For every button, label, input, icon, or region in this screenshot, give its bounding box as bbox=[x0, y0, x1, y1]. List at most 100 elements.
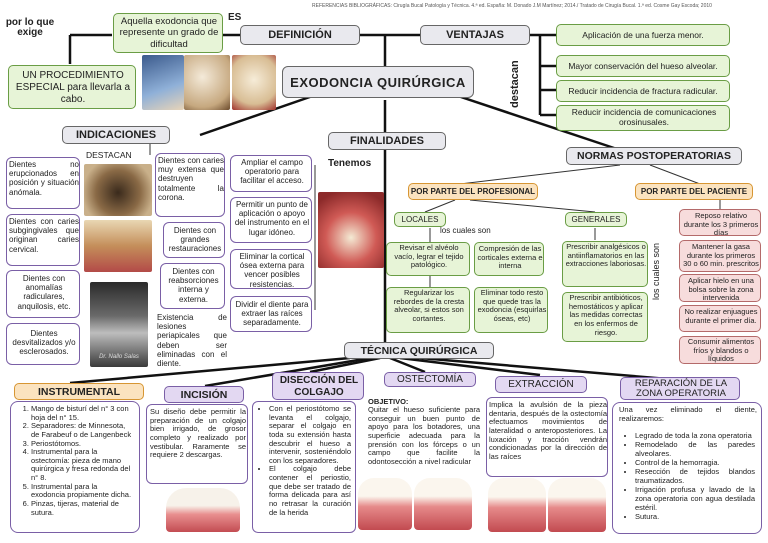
indicacion-left-4: Dientes desvitalizados y/o esclerosados. bbox=[6, 323, 80, 365]
finalidad-item-4: Dividir el diente para extraer las raíce… bbox=[230, 296, 312, 332]
indicacion-left-3: Dientes con anomalías radiculares, anqui… bbox=[6, 270, 80, 318]
locales-box: LOCALES bbox=[394, 212, 446, 227]
definicion-text-box: Aquella exodoncia que represente un grad… bbox=[113, 13, 223, 53]
indicacion-left-1: Dientes no erupcionados en posición y si… bbox=[6, 157, 80, 209]
indicacion-right-1: Dientes con caries muy extensa que destr… bbox=[155, 153, 225, 217]
finalidades-label: FINALIDADES bbox=[350, 135, 424, 147]
finalidades-box: FINALIDADES bbox=[328, 132, 446, 150]
dental-photo-3 bbox=[232, 55, 276, 110]
indicacion-left-text-4: Dientes desvitalizados y/o esclerosados. bbox=[12, 329, 76, 357]
definicion-text: Aquella exodoncia que represente un grad… bbox=[119, 16, 219, 50]
reparacion-item: Control de la hemorragia. bbox=[635, 458, 755, 467]
ventaja-text-3: Reducir incidencia de fractura radicular… bbox=[568, 86, 718, 96]
reparacion-list: Legrado de toda la zona operatoria Remod… bbox=[623, 431, 755, 521]
procedimiento-text: UN PROCEDIMIENTO ESPECIAL para llevarla … bbox=[15, 70, 131, 105]
indicacion-left-text-1: Dientes no erupcionados en posición y si… bbox=[9, 160, 79, 197]
paciente-text-4: No realizar enjuagues durante el primer … bbox=[684, 307, 758, 325]
generales-label: GENERALES bbox=[571, 215, 621, 224]
reparacion-item: Resección de tejidos blandos traumatizad… bbox=[635, 467, 755, 485]
extraccion-illustration-2 bbox=[548, 478, 606, 532]
reparacion-item: Legrado de toda la zona operatoria bbox=[635, 431, 755, 440]
indicacion-left-2: Dientes con caries subgingivales que ori… bbox=[6, 214, 80, 266]
diseccion-item: Con el periostótomo se levanta el colgaj… bbox=[269, 404, 351, 465]
title-box: EXODONCIA QUIRÚRGICA bbox=[282, 66, 474, 98]
local-item-2: Compresión de las corticales externa e i… bbox=[474, 242, 544, 276]
local-item-4: Eliminar todo resto que quede tras la ex… bbox=[474, 287, 548, 333]
reparacion-box: REPARACIÓN DE LA ZONA OPERATORIA bbox=[620, 377, 740, 400]
locales-los-cuales-son: los cuales son bbox=[440, 226, 491, 235]
por-lo-que-exige: por lo que exige bbox=[5, 17, 55, 38]
tecnica-box: TÉCNICA QUIRÚRGICA bbox=[344, 342, 494, 359]
restoration-photo bbox=[84, 220, 152, 272]
general-item-1: Prescribir analgésicos o antiinflamatori… bbox=[562, 241, 648, 287]
indicacion-right-text-2: Dientes con grandes restauraciones bbox=[168, 226, 222, 254]
instrumental-item: Separadores: de Minnesota, de Farabeuf o… bbox=[31, 421, 133, 439]
diseccion-label: DISECCIÓN DEL COLGAJO bbox=[279, 375, 359, 398]
tecnica-label: TÉCNICA QUIRÚRGICA bbox=[360, 345, 478, 357]
instrumental-item: Instrumental para la exodoncia propiamen… bbox=[31, 482, 133, 500]
indicacion-right-text-1: Dientes con caries muy extensa que destr… bbox=[158, 156, 224, 202]
ventajas-destacan: destacan bbox=[509, 60, 521, 108]
finalidad-item-2: Permitir un punto de aplicación o apoyo … bbox=[230, 197, 312, 243]
definicion-box: DEFINICIÓN bbox=[240, 25, 360, 45]
instrumental-item: Mango de bisturí del n° 3 con hoja del n… bbox=[31, 404, 133, 422]
indicacion-right-text-3: Dientes con reabsorciones interna y exte… bbox=[168, 267, 219, 304]
ventaja-text-1: Aplicación de una fuerza menor. bbox=[582, 30, 704, 40]
indicaciones-label: INDICACIONES bbox=[75, 129, 157, 141]
paciente-text-3: Aplicar hielo en una bolsa sobre la zona… bbox=[688, 276, 754, 303]
diseccion-box: DISECCIÓN DEL COLGAJO bbox=[272, 372, 364, 400]
ventaja-item-3: Reducir incidencia de fractura radicular… bbox=[556, 80, 730, 102]
references-text: REFERENCIAS BIBLIOGRÁFICAS: Cirugía Buca… bbox=[312, 3, 712, 9]
incision-label: INCISIÓN bbox=[180, 389, 228, 401]
finalidades-tenemos: Tenemos bbox=[328, 158, 372, 169]
ostectomia-box: OSTECTOMÍA bbox=[384, 372, 476, 387]
profesional-label: POR PARTE DEL PROFESIONAL bbox=[410, 187, 536, 196]
locales-label: LOCALES bbox=[401, 215, 439, 224]
paciente-text-5: Consumir alimentos fríos y blandos o líq… bbox=[687, 337, 755, 364]
ostectomia-illustration-1 bbox=[358, 478, 412, 530]
ventaja-item-2: Mayor conservación del hueso alveolar. bbox=[556, 55, 730, 77]
normas-label: NORMAS POSTOPERATORIAS bbox=[576, 150, 732, 162]
reparacion-list-box: Una vez eliminado el diente, realizaremo… bbox=[612, 402, 762, 534]
definicion-es: ES bbox=[228, 12, 242, 23]
generales-box: GENERALES bbox=[565, 212, 627, 227]
instrumental-box: INSTRUMENTAL bbox=[14, 383, 144, 400]
general-text-1: Prescribir analgésicos o antiinflamatori… bbox=[565, 242, 647, 269]
dental-photo-1 bbox=[142, 55, 184, 110]
xray-photo: Dr. Nallo Salas bbox=[90, 282, 148, 367]
incision-text: Su diseño debe permitir la preparación d… bbox=[150, 407, 246, 460]
finalidad-item-1: Ampliar el campo operatorio para facilit… bbox=[230, 155, 312, 192]
procedimiento-box: UN PROCEDIMIENTO ESPECIAL para llevarla … bbox=[8, 65, 136, 109]
reparacion-label: REPARACIÓN DE LA ZONA OPERATORIA bbox=[634, 378, 728, 400]
incision-illustration bbox=[166, 488, 240, 532]
instrumental-label: INSTRUMENTAL bbox=[37, 386, 121, 398]
general-item-2: Prescribir antibióticos, hemostáticos y … bbox=[562, 292, 648, 342]
extraccion-text-box: Implica la avulsión de la pieza dentaria… bbox=[486, 397, 608, 477]
ventaja-item-4: Reducir incidencia de comunicaciones oro… bbox=[556, 105, 730, 131]
instrumental-list: Mango de bisturí del n° 3 con hoja del n… bbox=[17, 404, 133, 517]
profesional-box: POR PARTE DEL PROFESIONAL bbox=[408, 183, 538, 200]
finalidad-text-1: Ampliar el campo operatorio para facilit… bbox=[240, 158, 304, 186]
indicacion-left-text-2: Dientes con caries subgingivales que ori… bbox=[9, 217, 79, 254]
ventajas-box: VENTAJAS bbox=[420, 25, 530, 45]
indicacion-left-text-3: Dientes con anomalías radiculares, anqui… bbox=[17, 274, 71, 311]
instrumental-list-box: Mango de bisturí del n° 3 con hoja del n… bbox=[10, 401, 140, 533]
general-text-2: Prescribir antibióticos, hemostáticos y … bbox=[568, 293, 644, 337]
caries-photo bbox=[84, 164, 152, 216]
finalidad-text-2: Permitir un punto de aplicación o apoyo … bbox=[234, 200, 310, 237]
instrumental-item: Periostótomos. bbox=[31, 439, 133, 449]
local-text-2: Compresión de las corticales externa e i… bbox=[477, 244, 543, 271]
paciente-item-4: No realizar enjuagues durante el primer … bbox=[679, 305, 761, 332]
surgery-photo bbox=[318, 192, 384, 268]
paciente-los-cuales-son: los cuales son bbox=[651, 242, 661, 300]
indicacion-right-text-4: Existencia de lesiones periapicales que … bbox=[157, 313, 227, 368]
indicaciones-box: INDICACIONES bbox=[62, 126, 170, 144]
local-text-4: Eliminar todo resto que quede tras la ex… bbox=[477, 288, 547, 323]
indicacion-right-2: Dientes con grandes restauraciones bbox=[163, 222, 225, 258]
paciente-item-5: Consumir alimentos fríos y blandos o líq… bbox=[679, 336, 761, 364]
paciente-item-1: Reposo relativo durante los 3 primeros d… bbox=[679, 209, 761, 237]
finalidad-text-3: Eliminar la cortical ósea externa para v… bbox=[239, 252, 305, 289]
ostectomia-illustration-2 bbox=[414, 478, 472, 530]
local-item-3: Regularizar los rebordes de la cresta al… bbox=[386, 287, 470, 333]
reparacion-item: Irrigación profusa y lavado de la zona o… bbox=[635, 485, 755, 512]
